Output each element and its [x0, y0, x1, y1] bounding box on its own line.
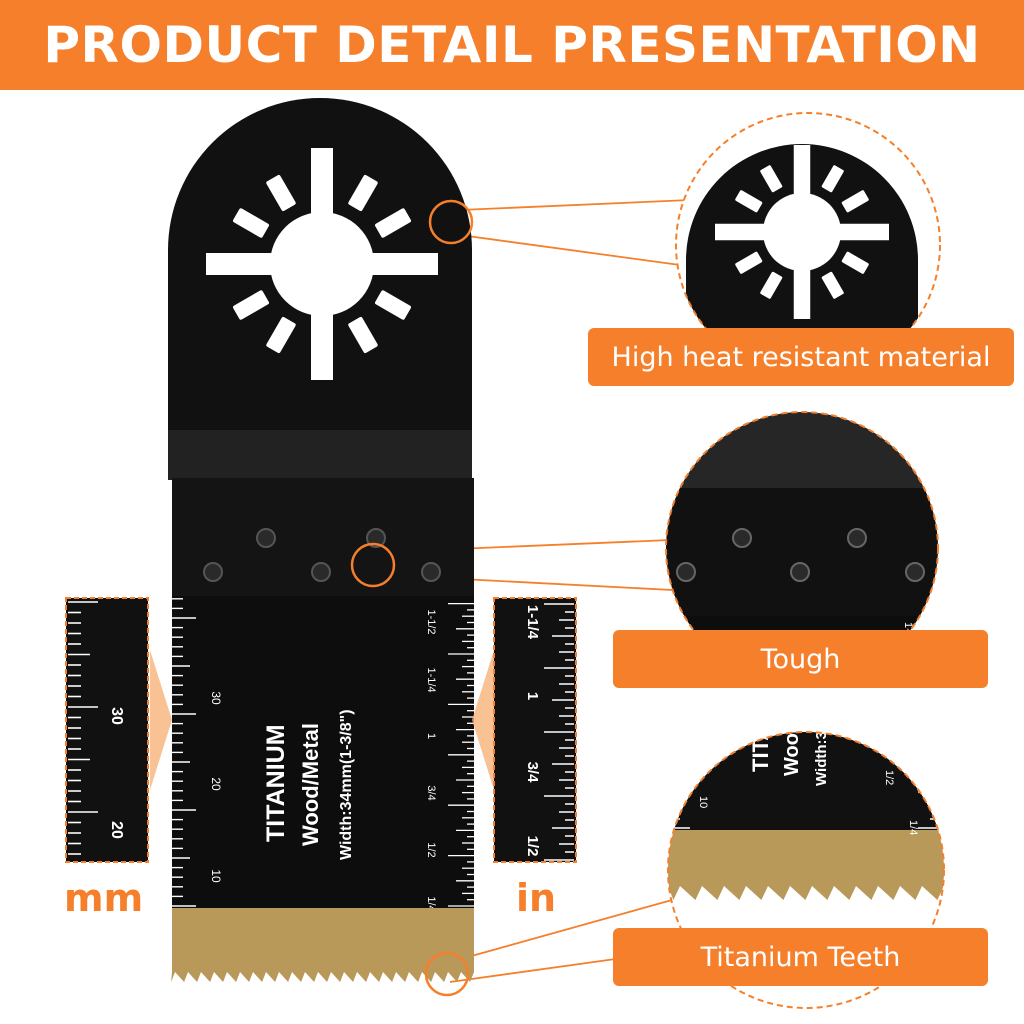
zoom-teeth-inch-label-half: 1/2: [883, 770, 895, 785]
blade-brand-text: TITANIUM: [262, 724, 290, 842]
blade-inch-scale: [448, 602, 474, 907]
star-slot: [375, 208, 412, 238]
zoom-teeth-brand: TITA: [748, 725, 773, 772]
star-slot: [266, 174, 296, 211]
blade-rivets: [203, 528, 441, 582]
blade-mm-label: 30: [209, 691, 223, 705]
inch-ruler-label-one-quarter: 1-1/4: [524, 605, 541, 640]
blade-inch-label: 1-1/2: [425, 609, 437, 634]
star-slot: [841, 251, 869, 274]
blade-mm-label: 10: [209, 869, 223, 883]
inch-ruler-label-half: 1/2: [524, 836, 541, 857]
star-slot: [821, 271, 844, 299]
blade-mm-scale: [172, 598, 196, 907]
star-slot: [348, 317, 378, 354]
callout-tough: Tough: [613, 630, 988, 688]
highlight-circle-rivets: [350, 542, 396, 588]
blade-teeth: [171, 908, 474, 982]
star-center: [270, 212, 374, 316]
star-slot: [735, 190, 763, 213]
blade-inch-label: 1: [425, 733, 437, 739]
blade-inch-label: 3/4: [425, 785, 437, 800]
zoom-teeth-use: Wood: [781, 721, 803, 776]
blade-width-text: Width:34mm(1-3/8"): [338, 709, 355, 860]
zoom-circle-teeth: TITA Wood Width:34 10 1/2 1/4: [667, 721, 945, 1009]
star-slot: [266, 317, 296, 354]
starlock-cutout-zoom: [715, 145, 889, 319]
star-slot: [821, 165, 844, 193]
inch-ruler-label-three-quarter: 3/4: [524, 762, 541, 784]
page-title: PRODUCT DETAIL PRESENTATION: [43, 16, 981, 74]
header-banner: PRODUCT DETAIL PRESENTATION: [0, 0, 1024, 90]
zoom-teeth-inch-label-quarter: 1/4: [907, 820, 919, 835]
blade-mm-label: 20: [209, 777, 223, 791]
ruler-glow-right: [472, 650, 494, 790]
star-slot: [232, 290, 269, 320]
callout-heat-resistant: High heat resistant material: [588, 328, 1014, 386]
mm-ruler: 20 30: [65, 597, 149, 863]
callout-tough-label: Tough: [760, 643, 841, 675]
callout-titanium-teeth: Titanium Teeth: [613, 928, 988, 986]
star-slot: [232, 208, 269, 238]
zoom-teeth-mm-label: 10: [697, 796, 709, 808]
star-center: [763, 193, 841, 271]
inch-ruler: 1/2 3/4 1 1-1/4: [493, 597, 577, 863]
callout-heat-resistant-label: High heat resistant material: [611, 341, 991, 373]
blade-bend: [168, 430, 472, 480]
mm-ruler-label-20: 20: [108, 821, 125, 839]
blade-inch-label: 1/2: [425, 842, 437, 857]
star-slot: [841, 190, 869, 213]
starlock-cutout: [206, 148, 438, 380]
star-slot: [375, 290, 412, 320]
mm-ruler-label-30: 30: [108, 707, 125, 725]
blade-inch-label: 1-1/4: [425, 667, 437, 692]
mm-unit-label: mm: [64, 876, 144, 920]
star-slot: [760, 271, 783, 299]
inch-unit-label: in: [516, 876, 557, 920]
inch-ruler-label-one: 1: [524, 692, 541, 700]
blade-inch-label: 1/4: [425, 896, 437, 911]
saw-blade: TITANIUM Wood/Metal Width:34mm(1-3/8") 1…: [168, 98, 474, 982]
ruler-glow-left: [150, 650, 172, 790]
callout-titanium-teeth-label: Titanium Teeth: [700, 941, 901, 973]
zoom-teeth-width: Width:34: [813, 722, 830, 786]
blade-use-text: Wood/Metal: [298, 723, 323, 846]
star-slot: [348, 174, 378, 211]
star-slot: [760, 165, 783, 193]
highlight-circle-head: [428, 199, 474, 245]
highlight-circle-teeth: [424, 951, 470, 997]
star-slot: [735, 251, 763, 274]
